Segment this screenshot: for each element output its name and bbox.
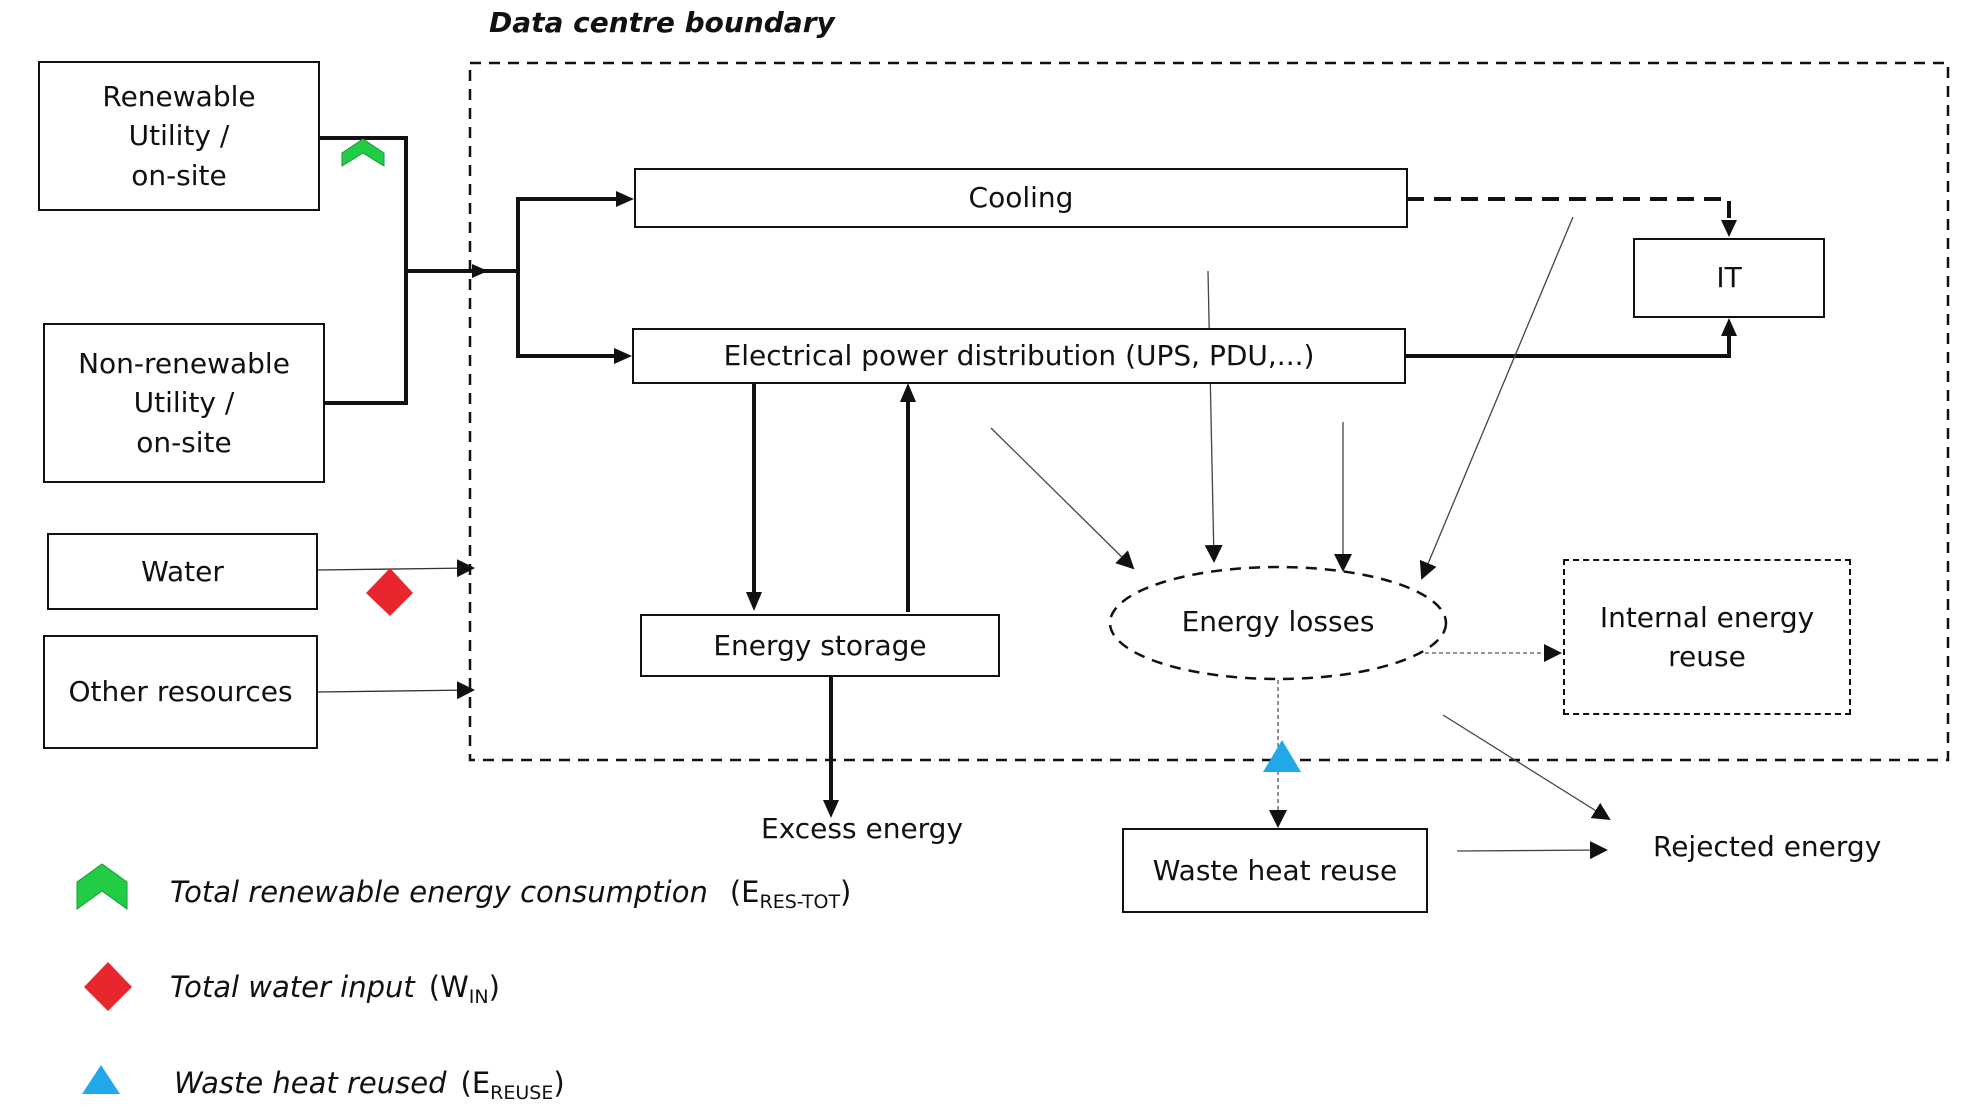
cooling-to-it-arrow [1407,197,1731,226]
legend-waste-heat-text: Waste heat reused [174,1066,447,1100]
boundary-title: Data centre boundary [489,6,835,39]
legend-water: Total water input (WIN) [170,970,500,1008]
arrowhead-epd [614,348,632,364]
other-resources-arrow [317,681,475,700]
non-renewable-label: Non-renewable Utility / on-site [78,347,290,459]
energy-losses-ellipse [1108,565,1448,681]
water-arrow [317,559,475,578]
waste-heat-reuse-box: Waste heat reuse [1122,828,1428,913]
legend-green-chevron-icon [76,863,128,910]
waste-heat-to-rejected-arrow [1456,841,1608,860]
energy-storage-label: Energy storage [713,628,927,662]
energy-storage-box: Energy storage [640,614,1000,677]
internal-reuse-label: Internal energy reuse [1599,600,1815,673]
legend-water-symbol: (WIN) [428,970,500,1008]
green-chevron-icon [341,138,385,167]
arrowhead-epd-bottom [900,383,916,402]
electrical-power-distribution-box: Electrical power distribution (UPS, PDU,… [632,328,1406,384]
losses-to-rejected-arrow [1442,714,1611,821]
legend-waste-heat: Waste heat reused (EREUSE) [174,1066,565,1104]
arrowhead-excess [823,800,839,818]
arrowhead-boundary [472,264,488,278]
legend-renewable: Total renewable energy consumption (ERES-… [170,875,851,913]
water-box: Water [47,533,318,610]
cooling-label: Cooling [968,181,1074,215]
legend-water-text: Total water input [170,970,415,1004]
epd-to-it-arrow [1406,330,1731,358]
it-label: IT [1716,261,1742,295]
cooling-box: Cooling [634,168,1408,228]
non-renewable-box: Non-renewable Utility / on-site [43,323,325,483]
arrowhead-storage [746,592,762,611]
input-feed-lines [320,136,620,405]
other-resources-box: Other resources [43,635,318,749]
loss-arrows [990,216,1574,580]
legend-renewable-text: Total renewable energy consumption [170,875,708,909]
blue-triangle-icon [1263,740,1301,772]
red-diamond-icon [366,568,413,616]
arrowhead-it-top [1721,220,1737,237]
renewable-box: Renewable Utility / on-site [38,61,320,211]
water-label: Water [141,554,224,588]
rejected-energy-label: Rejected energy [1653,830,1882,863]
renewable-label: Renewable Utility / on-site [102,80,256,192]
epd-label: Electrical power distribution (UPS, PDU,… [723,339,1315,373]
arrowhead-it-bottom [1721,318,1737,336]
legend-blue-triangle-icon [82,1065,120,1094]
legend-renewable-symbol: (ERES-TOT) [729,875,852,913]
waste-heat-reuse-label: Waste heat reuse [1152,853,1398,887]
excess-energy-label: Excess energy [761,812,964,845]
legend-red-diamond-icon [84,962,132,1011]
data-centre-boundary [468,61,1950,762]
energy-losses-label: Energy losses [1181,605,1375,638]
it-box: IT [1633,238,1825,318]
other-resources-label: Other resources [68,675,293,709]
arrowhead-cooling [616,191,634,207]
internal-energy-reuse-box: Internal energy reuse [1563,559,1851,715]
legend-waste-heat-symbol: (EREUSE) [460,1066,565,1104]
